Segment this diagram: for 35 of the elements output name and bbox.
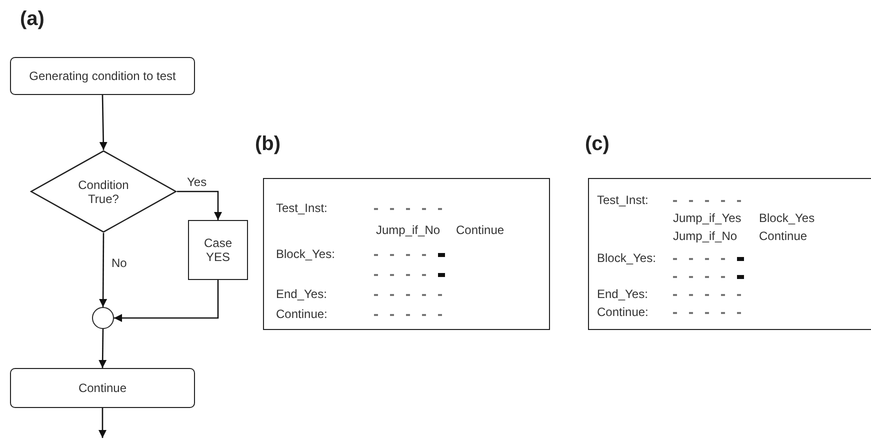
panel-label: (a) bbox=[20, 8, 44, 31]
code-text: Jump_if_No bbox=[376, 223, 440, 237]
code-text: Block_Yes: bbox=[597, 251, 656, 265]
arrow bbox=[114, 280, 219, 322]
node-label: Condition True? bbox=[77, 176, 130, 208]
junction-circle bbox=[92, 307, 114, 329]
code-text: Test_Inst: bbox=[276, 201, 328, 215]
arrow bbox=[98, 408, 106, 438]
process-box bbox=[188, 220, 248, 280]
code-listing-panel bbox=[588, 178, 871, 330]
node-label: Case YES bbox=[202, 235, 233, 266]
process-box bbox=[10, 57, 195, 95]
edge-label: No bbox=[112, 256, 127, 270]
decision-diamond bbox=[30, 150, 177, 233]
code-text: Continue bbox=[759, 229, 808, 243]
process-box bbox=[10, 368, 195, 408]
node-label: Continue bbox=[77, 380, 128, 397]
code-text: Block_Yes bbox=[759, 211, 815, 225]
panel-label: (b) bbox=[255, 133, 281, 156]
node-label: Generating condition to test bbox=[28, 68, 177, 85]
arrow bbox=[99, 94, 108, 150]
panel-label: (c) bbox=[585, 133, 610, 156]
code-text: Continue: bbox=[597, 305, 648, 319]
code-text: Continue: bbox=[276, 307, 328, 321]
code-listing-panel bbox=[263, 178, 550, 330]
code-text: End_Yes: bbox=[597, 287, 648, 301]
code-text: Continue bbox=[456, 223, 504, 237]
code-text: Block_Yes: bbox=[276, 247, 335, 261]
code-text: Test_Inst: bbox=[597, 193, 648, 207]
arrow bbox=[177, 190, 222, 220]
arrow bbox=[99, 233, 108, 307]
code-text: Jump_if_No bbox=[673, 229, 738, 243]
code-text: Jump_if_Yes bbox=[673, 211, 742, 225]
edge-label: Yes bbox=[187, 174, 207, 188]
code-text: End_Yes: bbox=[276, 287, 327, 301]
